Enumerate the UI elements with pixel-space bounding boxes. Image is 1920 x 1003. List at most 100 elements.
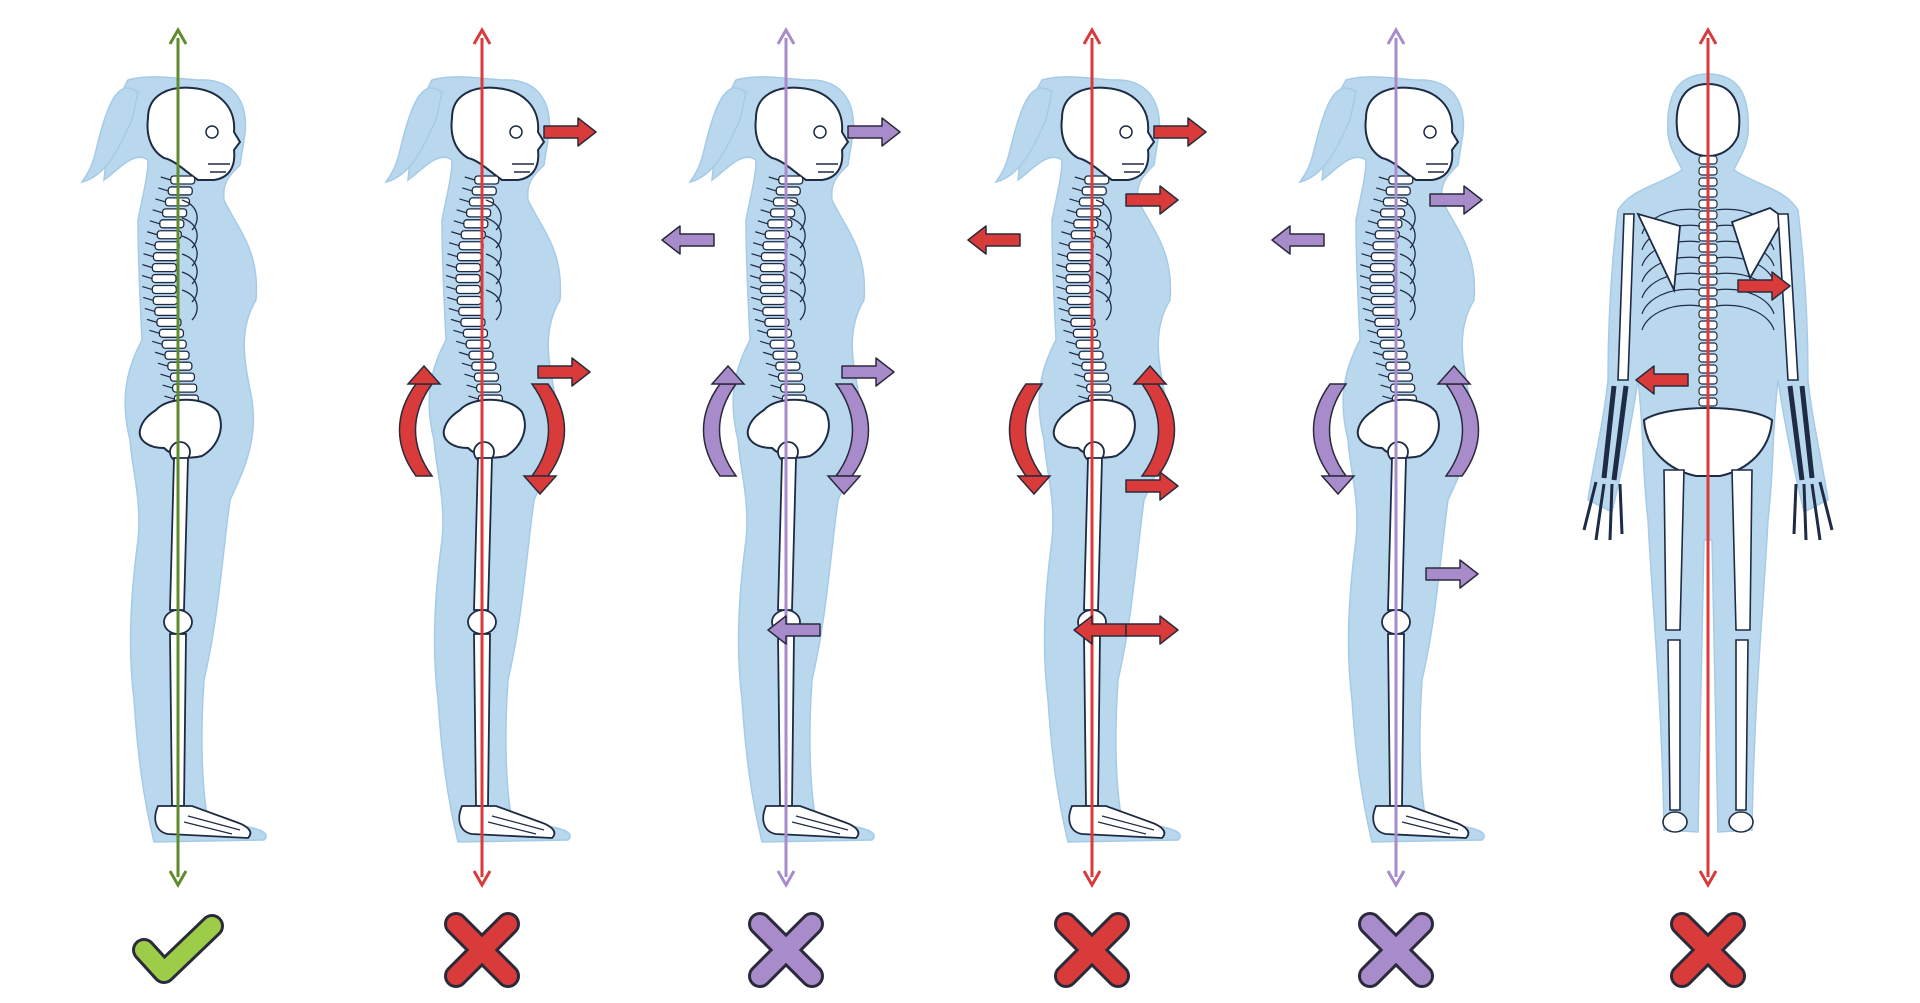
teeth [816,163,838,173]
vertebra-process [456,340,467,345]
vertebra [1081,361,1107,371]
cross-mark-icon [447,915,517,985]
curved-arrow-body [398,383,434,477]
skull [1364,86,1460,181]
vertebra-process [749,274,761,280]
vertebra [1370,252,1397,262]
vertebra-process [144,307,156,313]
curved-arrow-head-down [522,475,558,496]
vertebra [1072,328,1099,338]
vertebra-process [1376,187,1387,192]
vertebra [151,273,177,284]
teeth [208,163,230,173]
figure-6-back [1582,26,1834,988]
vertebra [476,383,502,393]
vertebra [1377,219,1403,229]
vertebra-process [142,264,153,269]
vertebra [154,306,180,317]
vertebra [1385,186,1411,196]
foot [154,805,252,839]
vertebra-process [1068,351,1080,356]
vertebra-process [160,373,171,378]
rib [789,217,806,249]
arrowhead-up [1082,26,1102,45]
vertebra [1369,262,1396,273]
vertebra-process [1057,296,1068,302]
vertebra-process [149,329,160,334]
vertebra-process [752,242,764,247]
figure-5-side [1271,26,1485,988]
curved-arrow-body [1312,383,1348,477]
rib [789,253,806,285]
check-mark-icon [135,917,221,981]
curved-arrow-head-down [1320,475,1356,496]
curved-arrow-head-down [826,475,862,496]
curved-arrow-head-up [406,364,442,385]
vertebra [1066,252,1093,262]
arrowhead-down [1386,870,1406,889]
vertebra-process [164,395,175,400]
vertebra-process [1066,209,1077,214]
vertebra [152,252,179,262]
rib [789,289,806,321]
straight-arrow-left [1073,615,1127,645]
vertebra-process [466,384,477,389]
vertebra-process [1069,198,1080,203]
vertebra-process [1382,395,1393,400]
vertebra [458,241,484,251]
straight-arrow-right [841,357,895,387]
vertebra-process [447,296,458,302]
vertebra-process [1078,395,1089,400]
vertebra-process [1362,242,1374,247]
ponytail [80,87,139,184]
rib [1641,208,1701,235]
vertebra-process [1063,329,1074,334]
vertebra [152,295,178,306]
vertebra [775,186,801,196]
femur-right [1731,469,1753,631]
toe-bones [1097,815,1155,835]
arrowhead-up [1698,26,1718,45]
vertebra-process [141,274,153,280]
vertebra [1379,339,1405,349]
vertebra [1387,372,1414,382]
foot [762,805,860,839]
vertebra [1066,295,1092,306]
vertebra-process [1364,318,1376,323]
rib [1399,271,1416,303]
figure-4-side [967,26,1207,988]
rib [485,253,502,285]
femur-left [1663,469,1685,631]
vertebra-process [763,198,774,203]
vertebra [465,208,492,218]
vertebra-process [757,329,768,334]
vertebra [766,328,793,338]
cross-mark-icon [1361,915,1431,985]
skull [1060,86,1156,181]
vertebra [161,339,187,349]
vertebra [1369,284,1395,295]
vertebra [1065,273,1091,284]
rib [1095,235,1112,267]
vertebra-process [147,231,158,236]
vertebra-process [1066,340,1077,345]
toe-bones [183,815,241,835]
vertebra-process [768,176,779,181]
vertebra [1376,328,1403,338]
rib [485,271,502,303]
vertebra [151,262,178,273]
rib [1095,199,1112,231]
vertebra-process [461,362,473,367]
vertebra-process [1071,362,1083,367]
vertebra-process [448,307,460,313]
vertebra-process [768,373,779,378]
vertebra-process [1372,351,1384,356]
rib [789,235,806,267]
straight-arrow-left [767,615,821,645]
vertebra-process [464,373,475,378]
vertebra-process [1365,231,1376,236]
vertebra-process [750,264,761,269]
vertebra [1075,208,1102,218]
cross-mark-icon [1057,915,1127,985]
